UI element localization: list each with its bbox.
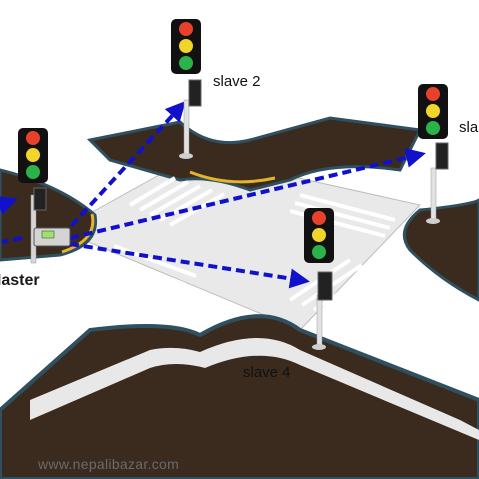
red-light-icon [312,211,326,225]
green-light-icon [312,245,326,259]
yellow-light-icon [179,39,193,53]
link-master-slave2 [60,101,186,238]
sidewalk-south [30,337,479,440]
signal-pole [430,167,437,222]
curb-yellow-west [61,213,95,254]
label-master: Master [0,272,40,289]
traffic-light-slave2 [171,19,202,159]
red-light-icon [179,22,193,36]
link-master-offscreen [1,236,23,244]
label-slave-3: sla [459,119,479,136]
watermark: www.nepalibazar.com [38,456,180,472]
curb-yellow-north [189,170,276,184]
green-light-icon [426,121,440,135]
controller-box [33,187,47,211]
traffic-light-slave3 [418,84,449,224]
road-arm-east [402,198,479,302]
green-light-icon [26,165,40,179]
road-arm-south [0,314,479,479]
link-offscreen-in [0,195,18,215]
yellow-light-icon [26,148,40,162]
link-arrows [0,101,426,289]
signal-base [312,344,326,350]
controller-box [317,271,333,301]
yellow-light-icon [426,104,440,118]
signal-base [179,153,193,159]
yellow-light-icon [312,228,326,242]
red-light-icon [426,87,440,101]
signal-pole [316,294,323,348]
red-light-icon [26,131,40,145]
crosswalk-west [77,244,197,302]
controller-box [188,79,202,107]
link-master-slave4 [69,242,310,289]
traffic-light-slave4 [304,208,334,350]
signal-pole [183,99,190,157]
traffic-light-master [18,128,71,264]
label-slave-4: slave 4 [243,364,291,381]
label-slave-2: slave 2 [213,73,261,90]
signal-base [426,218,440,224]
controller-display [41,230,55,239]
controller-box [435,142,449,170]
green-light-icon [179,56,193,70]
link-master-slave3 [69,147,426,240]
